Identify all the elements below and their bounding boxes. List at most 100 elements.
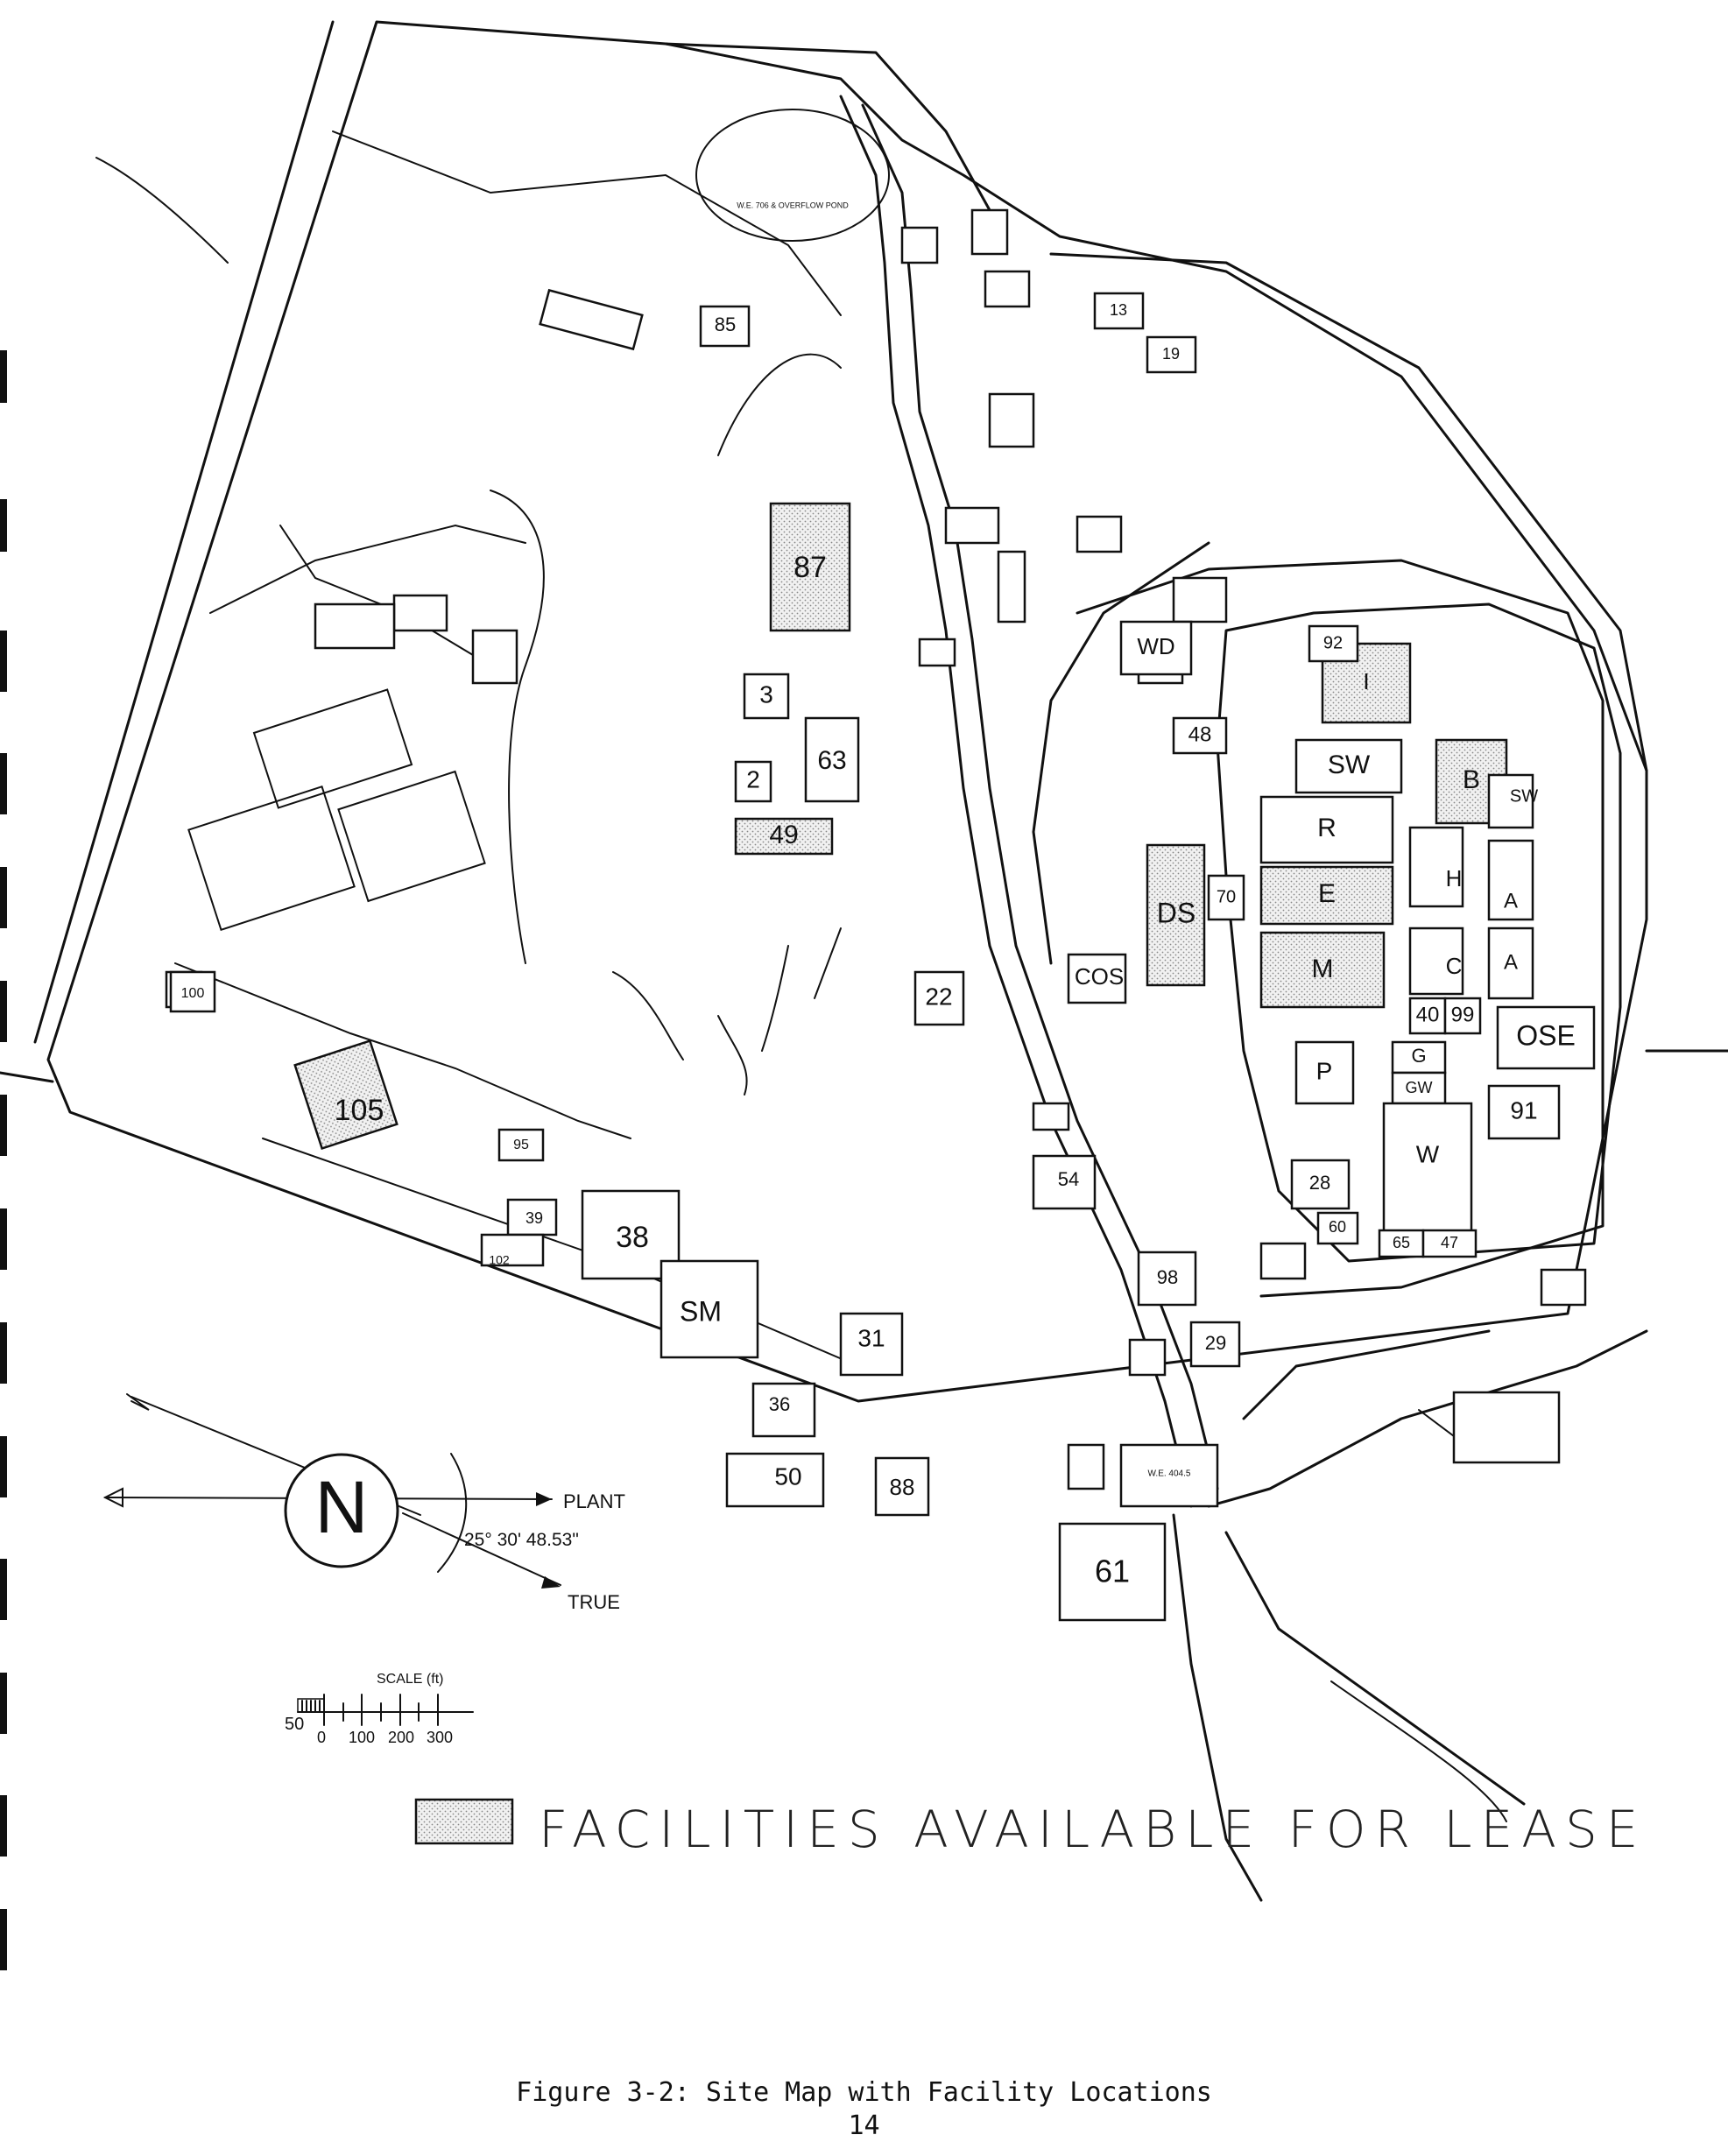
lease-facilities — [293, 502, 1508, 1845]
label-13: 13 — [1110, 301, 1127, 319]
label-99: 99 — [1451, 1003, 1475, 1026]
label-overflow-pond: W.E. 706 & OVERFLOW POND — [737, 201, 849, 209]
binding-mark — [0, 1095, 7, 1156]
building-49-footprint — [734, 817, 834, 856]
compass-circle — [284, 1453, 399, 1568]
binding-mark — [0, 350, 7, 403]
north-small-structures — [165, 208, 1587, 1490]
building-ds-footprint — [1146, 843, 1206, 987]
label-31: 31 — [857, 1324, 885, 1351]
scale-tick-0: 0 — [317, 1729, 326, 1746]
building-70-footprint — [1207, 874, 1245, 921]
building-61-footprint — [1058, 1522, 1167, 1622]
building-ose-footprint — [1496, 1005, 1596, 1070]
label-54: 54 — [1058, 1168, 1079, 1190]
scale-tick-200: 200 — [388, 1729, 414, 1746]
label-65: 65 — [1393, 1234, 1410, 1251]
building-39-footprint — [506, 1198, 558, 1237]
label-ose: OSE — [1516, 1019, 1576, 1051]
label-19: 19 — [1162, 345, 1180, 363]
figure-caption: Figure 3-2: Site Map with Facility Locat… — [516, 2077, 1212, 2108]
label-c: C — [1446, 953, 1463, 979]
label-sm: SM — [680, 1295, 722, 1327]
building-sw-footprint — [1294, 738, 1403, 794]
compass-plant-label: PLANT — [563, 1490, 625, 1512]
building-13-footprint — [1093, 292, 1145, 330]
building-102-footprint — [480, 1233, 545, 1267]
building-sw2-footprint — [1487, 773, 1534, 829]
building-e-footprint — [1259, 865, 1394, 926]
scale-tick-100: 100 — [349, 1729, 375, 1746]
binding-mark — [0, 1909, 7, 1970]
label-38: 38 — [616, 1221, 649, 1254]
scale-bar: SCALE (ft) 50 0 100 200 300 — [285, 1672, 474, 1746]
building-63-footprint — [804, 716, 860, 803]
building-28-footprint — [1290, 1159, 1351, 1210]
label-ds: DS — [1157, 897, 1195, 928]
label-85: 85 — [715, 314, 736, 335]
label-w: W — [1416, 1140, 1440, 1167]
label-g: G — [1411, 1045, 1426, 1067]
label-91: 91 — [1510, 1096, 1537, 1124]
building-54-footprint — [1032, 1154, 1097, 1210]
pond-we-footprint — [1119, 1443, 1219, 1508]
building-p-footprint — [1294, 1040, 1355, 1105]
label-49: 49 — [769, 821, 798, 849]
overflow-pond-outline — [695, 109, 890, 242]
label-sw: SW — [1328, 750, 1371, 779]
label-sw2: SW — [1510, 786, 1538, 806]
label-p: P — [1316, 1057, 1333, 1084]
label-a2: A — [1504, 950, 1518, 974]
building-sm-footprint — [659, 1259, 759, 1359]
building-85-footprint — [699, 305, 751, 348]
label-100: 100 — [181, 986, 205, 1001]
label-105: 105 — [335, 1094, 384, 1127]
label-63: 63 — [817, 746, 846, 775]
building-22-footprint — [913, 970, 965, 1026]
binding-mark — [0, 631, 7, 692]
label-98: 98 — [1157, 1266, 1178, 1288]
scale-title: SCALE (ft) — [377, 1672, 443, 1687]
label-29: 29 — [1205, 1332, 1226, 1354]
label-b: B — [1463, 765, 1480, 794]
building-91-footprint — [1487, 1084, 1561, 1140]
label-40: 40 — [1416, 1003, 1440, 1026]
label-88: 88 — [890, 1474, 915, 1500]
scale-tick-300: 300 — [427, 1729, 453, 1746]
label-m: M — [1312, 955, 1334, 983]
compass-true-label: TRUE — [568, 1591, 620, 1613]
label-h: H — [1446, 865, 1463, 891]
building-c-footprint — [1408, 927, 1464, 996]
north-arrow: N PLANT TRUE 25° 30' 48.53" — [102, 1393, 625, 1613]
building-87-footprint — [769, 502, 851, 632]
label-a1: A — [1504, 889, 1518, 912]
building-100-footprint — [169, 970, 216, 1013]
building-50-footprint — [725, 1452, 825, 1508]
label-i: I — [1363, 668, 1369, 694]
building-36-footprint — [751, 1382, 816, 1438]
legend-swatch — [414, 1798, 514, 1845]
label-wd: WD — [1137, 633, 1174, 659]
binding-mark — [0, 1322, 7, 1384]
binding-mark — [0, 1559, 7, 1620]
building-31-footprint — [839, 1312, 904, 1377]
binding-mark — [0, 1795, 7, 1857]
label-102: 102 — [489, 1253, 510, 1267]
label-cos: COS — [1075, 963, 1124, 990]
label-47: 47 — [1441, 1234, 1458, 1251]
building-wd-footprint — [1119, 620, 1193, 676]
label-61: 61 — [1095, 1554, 1130, 1589]
building-95-footprint — [497, 1128, 545, 1162]
label-22: 22 — [925, 983, 952, 1010]
building-29-footprint — [1189, 1321, 1241, 1368]
label-we-pond: W.E. 404.5 — [1148, 1469, 1191, 1479]
building-65-footprint — [1378, 1229, 1425, 1258]
building-88-footprint — [874, 1456, 930, 1517]
building-w-footprint — [1382, 1102, 1473, 1245]
binding-mark — [0, 753, 7, 814]
compass-angle: 25° 30' 48.53" — [464, 1530, 579, 1550]
label-gw: GW — [1406, 1079, 1433, 1096]
label-60: 60 — [1329, 1218, 1346, 1236]
label-36: 36 — [769, 1393, 790, 1415]
terrain-marks — [95, 157, 1507, 1822]
